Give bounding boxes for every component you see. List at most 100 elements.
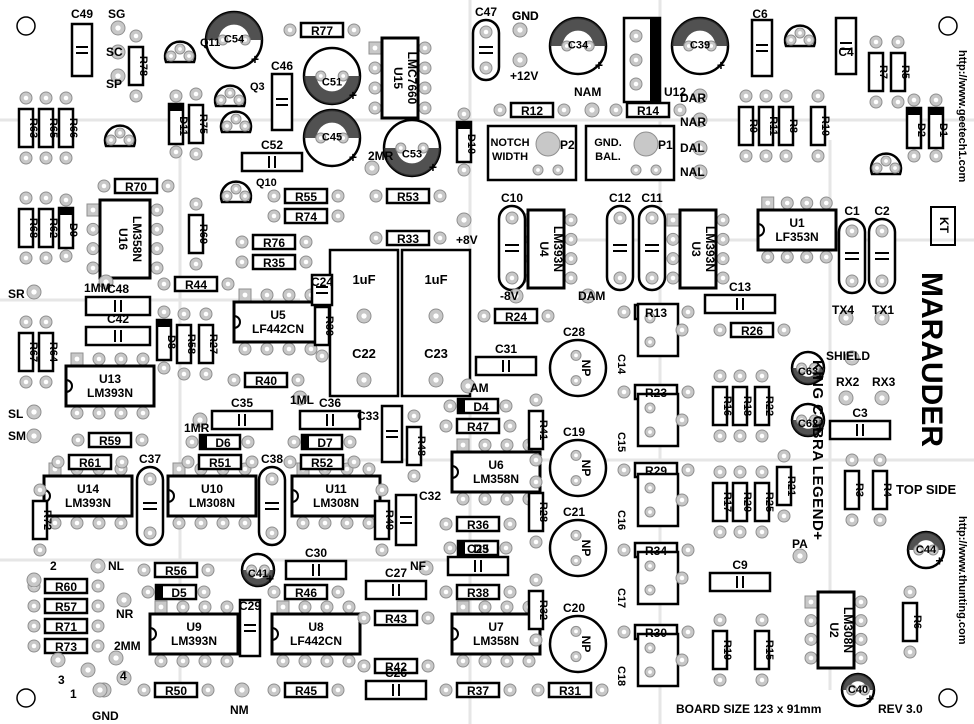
electrolytic-center (316, 122, 348, 154)
resistor-r31 (547, 681, 593, 699)
resistor-r50 (153, 681, 199, 699)
pin-sl: SL (8, 407, 23, 421)
ic-notch (233, 315, 241, 329)
capacitor-c1 (837, 217, 867, 295)
pad-hole (369, 165, 375, 171)
resistor-r45 (283, 681, 329, 699)
pad-hole (804, 254, 810, 260)
label-r33: R33 (397, 232, 419, 246)
capacitor-c31 (474, 355, 538, 377)
pad-hole (319, 353, 325, 359)
ic-u16 (98, 198, 152, 280)
ic-notch (291, 489, 299, 503)
pad-number: 2 (50, 559, 57, 573)
pad-hole (318, 74, 323, 78)
pad-hole (101, 183, 107, 189)
pad-hole (564, 44, 569, 48)
value-c22: 1uF (352, 272, 375, 287)
pad-hole (717, 433, 723, 439)
capacitor-c38 (257, 465, 287, 547)
ic-part-u7: LM358N (473, 634, 519, 648)
label-c2: C2 (874, 204, 890, 218)
pad-hole (709, 44, 714, 48)
pad-hole (533, 637, 539, 643)
resistor-r41 (527, 409, 545, 451)
capacitor-c26 (364, 679, 428, 701)
pad-hole (161, 365, 167, 371)
diode-band (457, 122, 471, 129)
capacitor-c12 (605, 204, 635, 292)
pad-hole (203, 371, 209, 377)
ic-part-u11: LM308N (313, 496, 359, 510)
label-u12: U12 (664, 85, 686, 99)
label-r34: R34 (645, 544, 667, 558)
pad-hole (443, 521, 449, 527)
capacitor-c49 (70, 22, 94, 78)
label-r75: R75 (197, 114, 209, 134)
pad-hole (300, 520, 306, 526)
pad-hole (141, 567, 147, 573)
mounting-hole (938, 688, 958, 708)
pad-hole (460, 658, 466, 664)
pad-hole (686, 44, 691, 48)
pin-gnd: GND (92, 709, 119, 723)
label-r20: R20 (741, 492, 753, 512)
label-d8: D8 (165, 335, 177, 349)
ic-ref-u16: U16 (116, 228, 130, 250)
pad-hole (372, 85, 378, 91)
pad-hole (443, 423, 449, 429)
pad-hole (220, 38, 225, 42)
pad-hole (759, 677, 765, 683)
label-r50: R50 (165, 684, 187, 698)
label-r30: R30 (645, 626, 667, 640)
pin-1ml: 1ML (290, 393, 314, 407)
pad-hole (118, 131, 122, 135)
pad-hole (574, 629, 578, 634)
ic-u4 (526, 208, 566, 290)
label-r40: R40 (255, 374, 277, 388)
resistor-r55 (283, 187, 329, 205)
pad-hole (225, 194, 229, 198)
pad-hole (201, 589, 207, 595)
label-c14: C14 (615, 354, 627, 375)
resistor-r19 (711, 629, 729, 671)
np-capacitor-c21 (548, 518, 608, 578)
label-c15: C15 (615, 432, 627, 452)
label-r65: R65 (47, 118, 59, 138)
pad-hole (141, 687, 147, 693)
resistor-r40 (243, 371, 289, 389)
pad-number: 3 (58, 673, 65, 687)
pad-hole (202, 604, 208, 610)
pad-hole (483, 65, 489, 71)
diode-band (59, 208, 73, 215)
pad-hole (140, 410, 146, 416)
board-url-1: http://www.geetech1.com (956, 50, 968, 183)
pad-hole (95, 563, 101, 569)
pad-hole (109, 138, 113, 142)
ic-u3 (678, 208, 718, 290)
pad-hole (849, 517, 855, 523)
resistor-r61 (67, 453, 113, 471)
pad-hole (589, 107, 595, 113)
pad-hole (346, 604, 352, 610)
ic-part-u15: LMC7660 (405, 52, 419, 105)
pad-hole (717, 327, 723, 333)
ic-notch (149, 627, 157, 641)
ic-u9 (148, 612, 240, 656)
pad-hole (344, 466, 350, 472)
label-r56: R56 (165, 564, 187, 578)
label-r25: R25 (763, 492, 775, 512)
label-c47: C47 (475, 5, 497, 19)
label-c16: C16 (615, 510, 627, 530)
pad-hole (648, 646, 652, 650)
pad-hole (783, 93, 789, 99)
label-c41: C41 (248, 568, 268, 580)
ic-notch (451, 627, 459, 641)
ic-part-u16: LM358N (130, 216, 144, 262)
pad-hole (858, 655, 864, 661)
pin-1mm: 1MM (84, 281, 111, 295)
pad-hole (507, 521, 513, 527)
pad-hole (648, 316, 652, 320)
pad-hole (234, 187, 238, 191)
resistor-r39 (313, 305, 331, 347)
